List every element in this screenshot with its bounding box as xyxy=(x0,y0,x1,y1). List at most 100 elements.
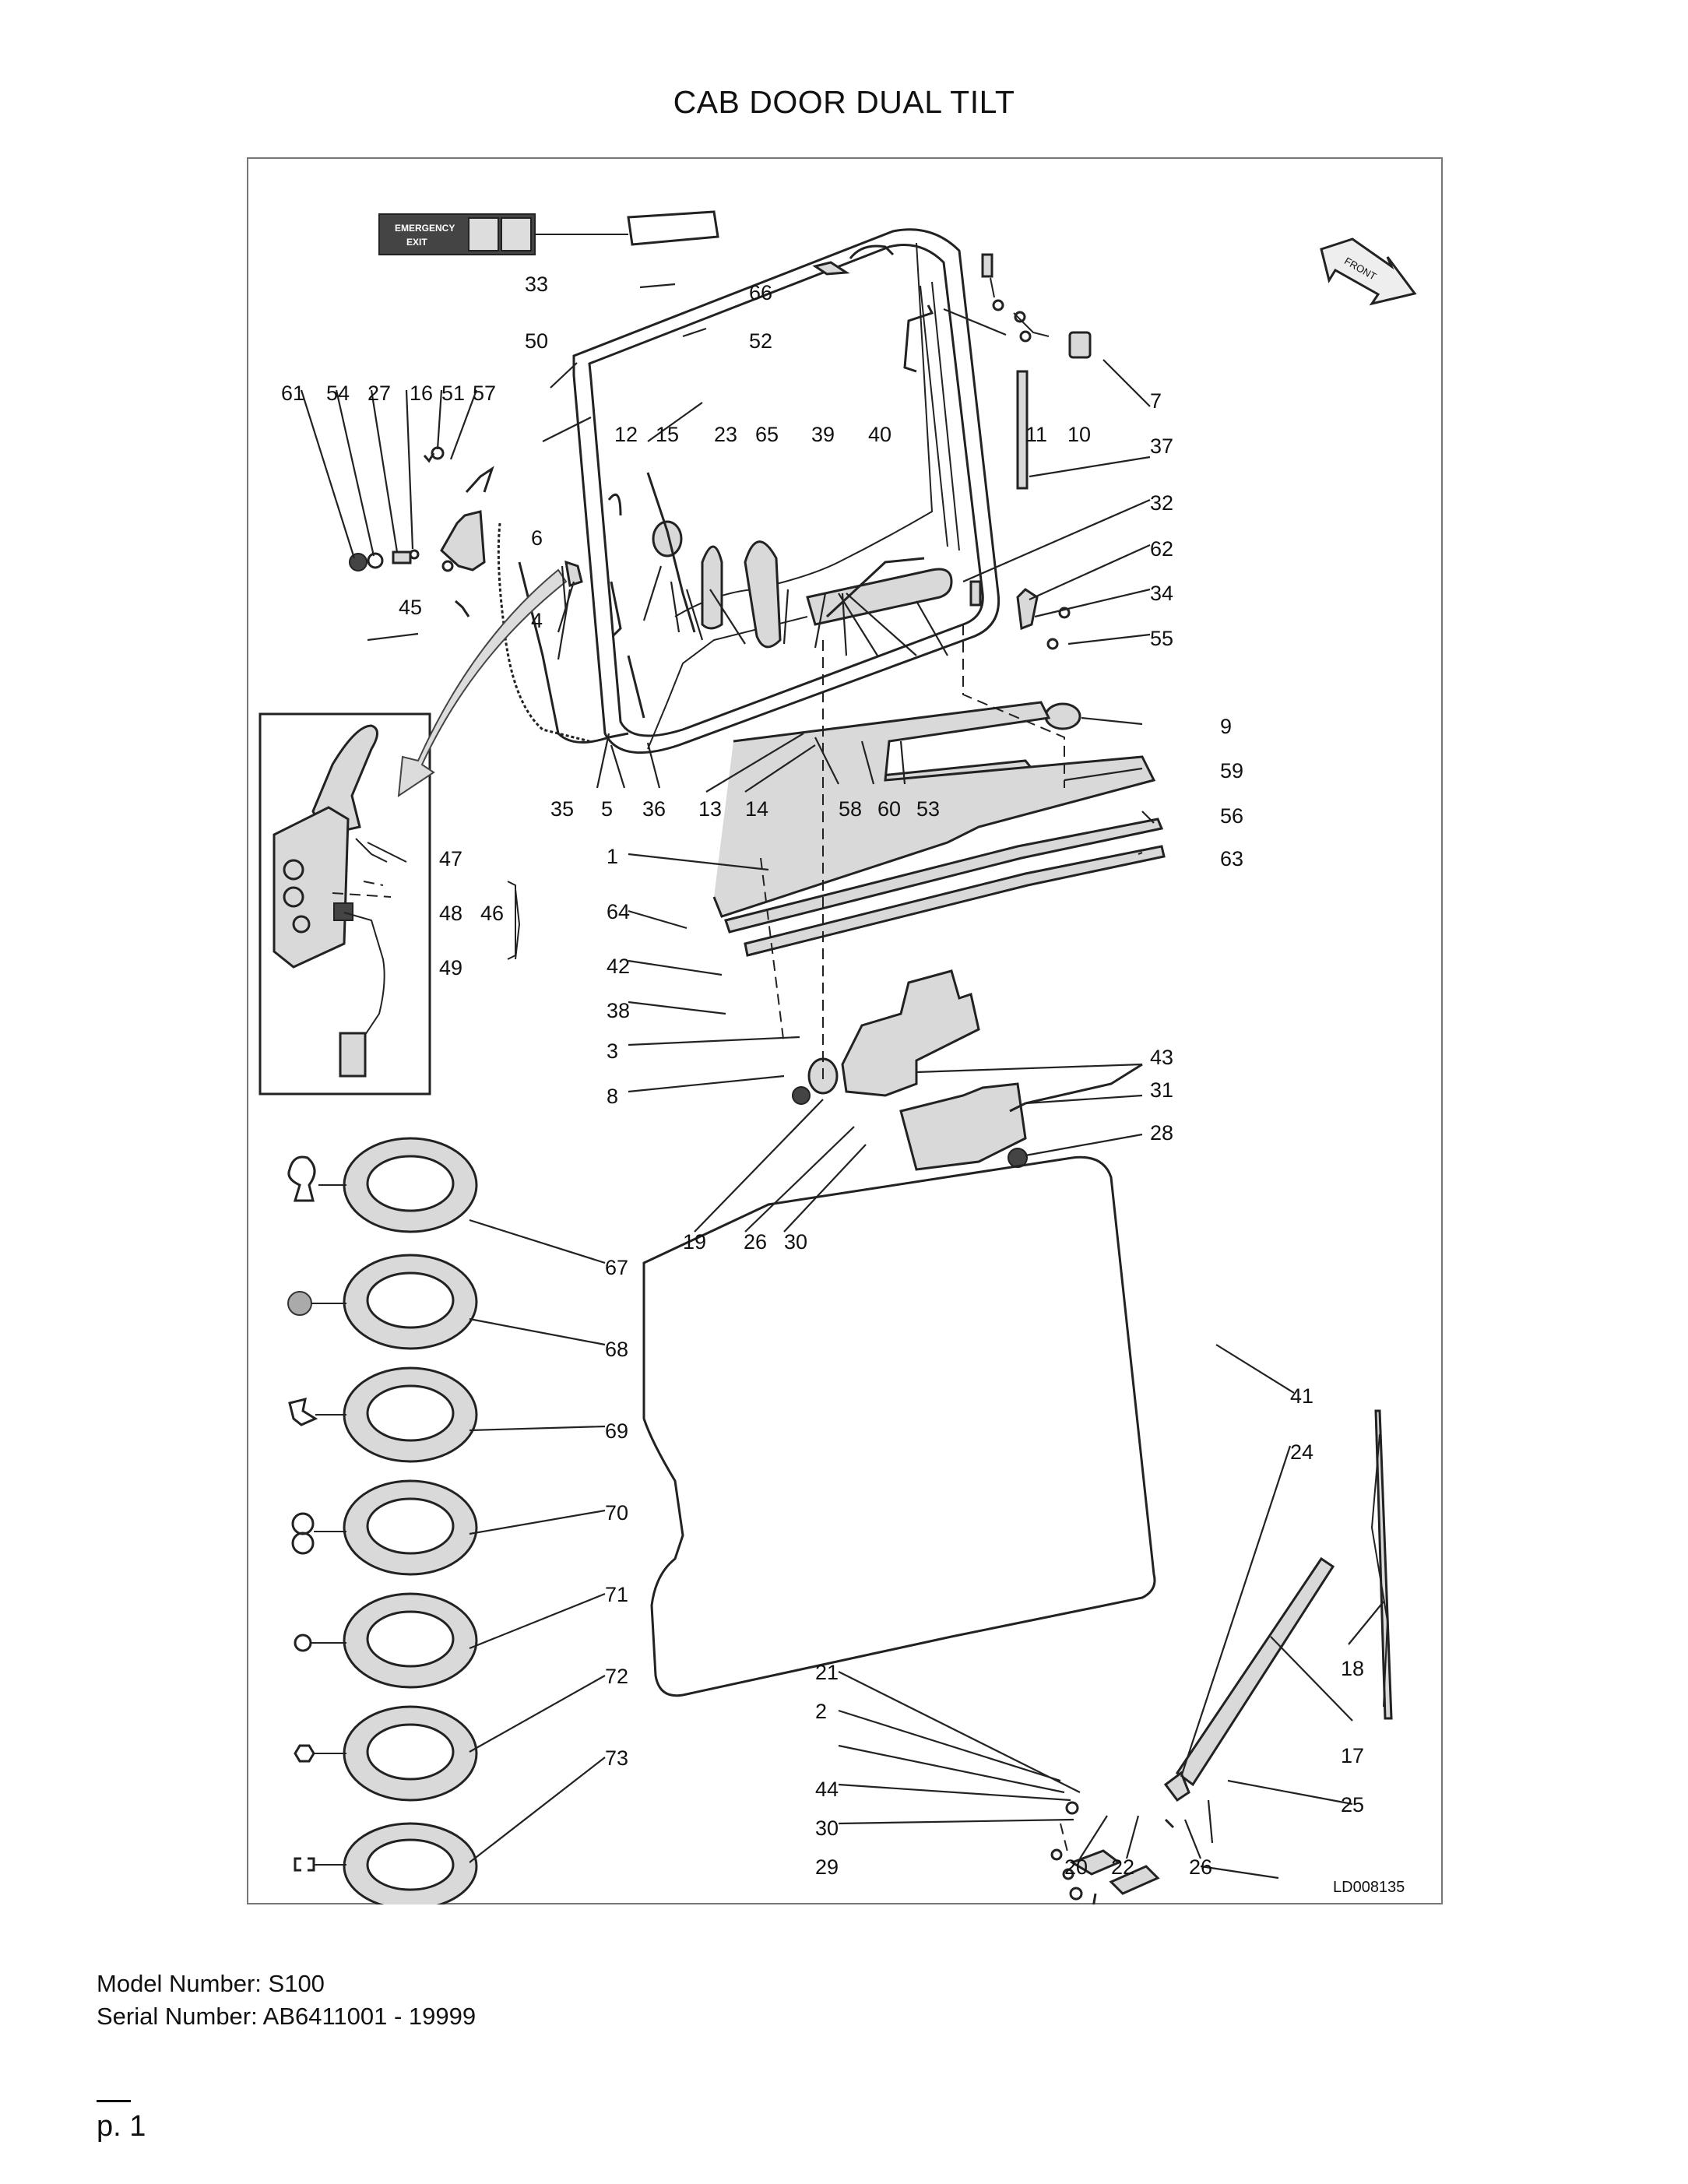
callout: 25 xyxy=(1341,1793,1364,1816)
callout: 30 xyxy=(815,1816,839,1840)
callout: 34 xyxy=(1150,582,1173,605)
callout: 5 xyxy=(601,797,613,821)
callout: 35 xyxy=(550,797,574,821)
grommet xyxy=(1044,702,1081,730)
callout: 53 xyxy=(916,797,940,821)
leader-lines xyxy=(300,283,1384,1880)
callout: 12 xyxy=(614,423,638,446)
callout: 55 xyxy=(1150,627,1173,650)
callout: 50 xyxy=(525,329,548,353)
callout: 1 xyxy=(607,845,618,868)
callout: 69 xyxy=(605,1419,628,1443)
decal-line1: EMERGENCY xyxy=(395,223,455,234)
callout: 45 xyxy=(399,596,422,619)
callout: 31 xyxy=(1150,1078,1173,1102)
callout: 14 xyxy=(745,797,768,821)
callout: 63 xyxy=(1220,847,1243,870)
callout: 32 xyxy=(1150,491,1173,515)
callout: 64 xyxy=(607,900,630,923)
door-glass xyxy=(642,1155,1156,1697)
callout: 21 xyxy=(815,1661,839,1684)
callout: 60 xyxy=(877,797,901,821)
wiper-assembly xyxy=(1163,1409,1393,1829)
emergency-exit-decal: EMERGENCY EXIT xyxy=(378,210,719,255)
callout: 11 xyxy=(1025,423,1047,446)
callout: 9 xyxy=(1220,715,1232,738)
callout: 26 xyxy=(744,1230,767,1254)
callout: 59 xyxy=(1220,759,1243,783)
callout: 19 xyxy=(683,1230,706,1254)
callout: 28 xyxy=(1150,1121,1173,1145)
callout: 23 xyxy=(714,423,737,446)
callout: 26 xyxy=(1189,1855,1212,1879)
callout: 39 xyxy=(811,423,835,446)
page-title: CAB DOOR DUAL TILT xyxy=(673,84,1015,120)
callout: 72 xyxy=(605,1665,628,1688)
callout: 3 xyxy=(607,1039,618,1063)
callout: 10 xyxy=(1067,423,1091,446)
model-number: Model Number: S100 xyxy=(97,1970,325,1997)
callout: 44 xyxy=(815,1778,839,1801)
inset-pointer-arrow xyxy=(397,568,568,798)
callout: 18 xyxy=(1341,1657,1364,1680)
serial-number: Serial Number: AB6411001 - 19999 xyxy=(97,2003,477,2030)
callout: 49 xyxy=(439,956,462,979)
callout: 61 xyxy=(281,382,304,405)
callout: 54 xyxy=(326,382,350,405)
callout: 42 xyxy=(607,955,630,978)
callout: 4 xyxy=(531,609,543,632)
callout: 43 xyxy=(1150,1046,1173,1069)
seal-rolls xyxy=(287,1137,478,1904)
left-latch-parts xyxy=(349,446,583,617)
callout: 36 xyxy=(642,797,666,821)
callout: 56 xyxy=(1220,804,1243,828)
callout: 13 xyxy=(698,797,722,821)
callout: 16 xyxy=(410,382,433,405)
callout: 67 xyxy=(605,1256,628,1279)
callout: 17 xyxy=(1341,1744,1364,1767)
callout: 52 xyxy=(749,329,772,353)
callout: 58 xyxy=(839,797,862,821)
callout: 66 xyxy=(749,281,772,304)
gas-strut xyxy=(1016,370,1029,490)
callout: 6 xyxy=(531,526,543,550)
callout: 48 xyxy=(439,902,462,925)
callout: 37 xyxy=(1150,434,1173,458)
callout: 22 xyxy=(1111,1855,1134,1879)
callout: 30 xyxy=(784,1230,807,1254)
callout: 73 xyxy=(605,1746,628,1770)
callout-numbers: 1 2 3 4 5 6 7 8 9 10 11 12 13 14 15 16 1… xyxy=(281,273,1405,1896)
callout: 7 xyxy=(1150,389,1162,413)
callout: 62 xyxy=(1150,537,1173,561)
front-direction-arrow: FRONT xyxy=(1320,237,1417,306)
callout: 24 xyxy=(1290,1440,1313,1464)
door-frame xyxy=(497,228,1092,754)
callout: 46 xyxy=(480,902,504,925)
hinge-hardware xyxy=(969,580,1071,650)
exploded-parts-diagram: EMERGENCY EXIT FRONT xyxy=(258,210,1417,1904)
page-number-rule xyxy=(97,2100,131,2102)
drawing-id: LD008135 xyxy=(1333,1879,1405,1896)
callout: 47 xyxy=(439,847,462,870)
callout: 20 xyxy=(1064,1855,1088,1879)
latch-detail-inset xyxy=(258,712,521,1096)
callout: 8 xyxy=(607,1085,618,1108)
decal-line2: EXIT xyxy=(406,237,427,248)
callout: 70 xyxy=(605,1501,628,1525)
callout: 40 xyxy=(868,423,891,446)
callout: 15 xyxy=(656,423,679,446)
callout: 51 xyxy=(441,382,465,405)
latch-assembly xyxy=(792,969,1143,1171)
callout: 27 xyxy=(367,382,391,405)
callout: 38 xyxy=(607,999,630,1022)
diagram-frame xyxy=(247,157,1443,1904)
page-number: p. 1 xyxy=(97,2110,146,2143)
lower-rails xyxy=(712,701,1166,957)
callout: 33 xyxy=(525,273,548,296)
callout: 2 xyxy=(815,1700,827,1723)
lower-hinge-parts xyxy=(1050,1801,1160,1904)
callout: 29 xyxy=(815,1855,839,1879)
callout: 41 xyxy=(1290,1384,1313,1408)
callout: 57 xyxy=(473,382,496,405)
callout: 65 xyxy=(755,423,779,446)
